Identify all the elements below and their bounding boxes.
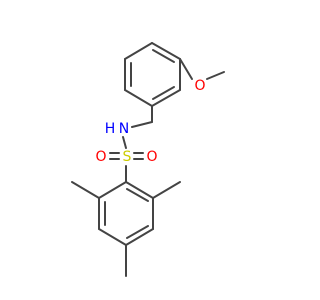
atom-oxygen-left: O bbox=[95, 149, 106, 165]
bond-double-inner bbox=[152, 86, 175, 100]
mesityl-ring bbox=[98, 181, 154, 246]
bond-nitrogen-sulfur bbox=[122, 136, 127, 149]
bond bbox=[98, 228, 127, 246]
methoxyphenyl-ring bbox=[124, 42, 181, 107]
molecule-diagram: O N H S O O bbox=[71, 42, 225, 277]
bond bbox=[151, 89, 181, 107]
bond-double-inner bbox=[126, 188, 149, 202]
bond-ring-oxygen bbox=[179, 58, 193, 80]
structure-canvas: O N H S O O bbox=[71, 42, 225, 277]
bond bbox=[124, 89, 153, 107]
bond bbox=[124, 42, 153, 60]
bond-methyl-left bbox=[71, 181, 100, 199]
atom-oxygen-methoxy: O bbox=[194, 78, 205, 94]
bond-double-inner bbox=[152, 49, 175, 63]
bond-oxygen-methyl bbox=[206, 71, 225, 80]
bond-methyl-right bbox=[152, 181, 181, 199]
atom-hydrogen: H bbox=[105, 121, 116, 137]
atom-nitrogen: N bbox=[119, 121, 129, 137]
bond bbox=[151, 42, 181, 60]
bond-ch2-nitrogen bbox=[131, 121, 153, 128]
bond bbox=[125, 181, 154, 199]
atom-sulfur: S bbox=[123, 149, 132, 165]
bond bbox=[98, 181, 127, 199]
bond bbox=[125, 228, 154, 246]
atom-oxygen-right: O bbox=[146, 149, 157, 165]
bond-double-inner bbox=[126, 225, 149, 239]
